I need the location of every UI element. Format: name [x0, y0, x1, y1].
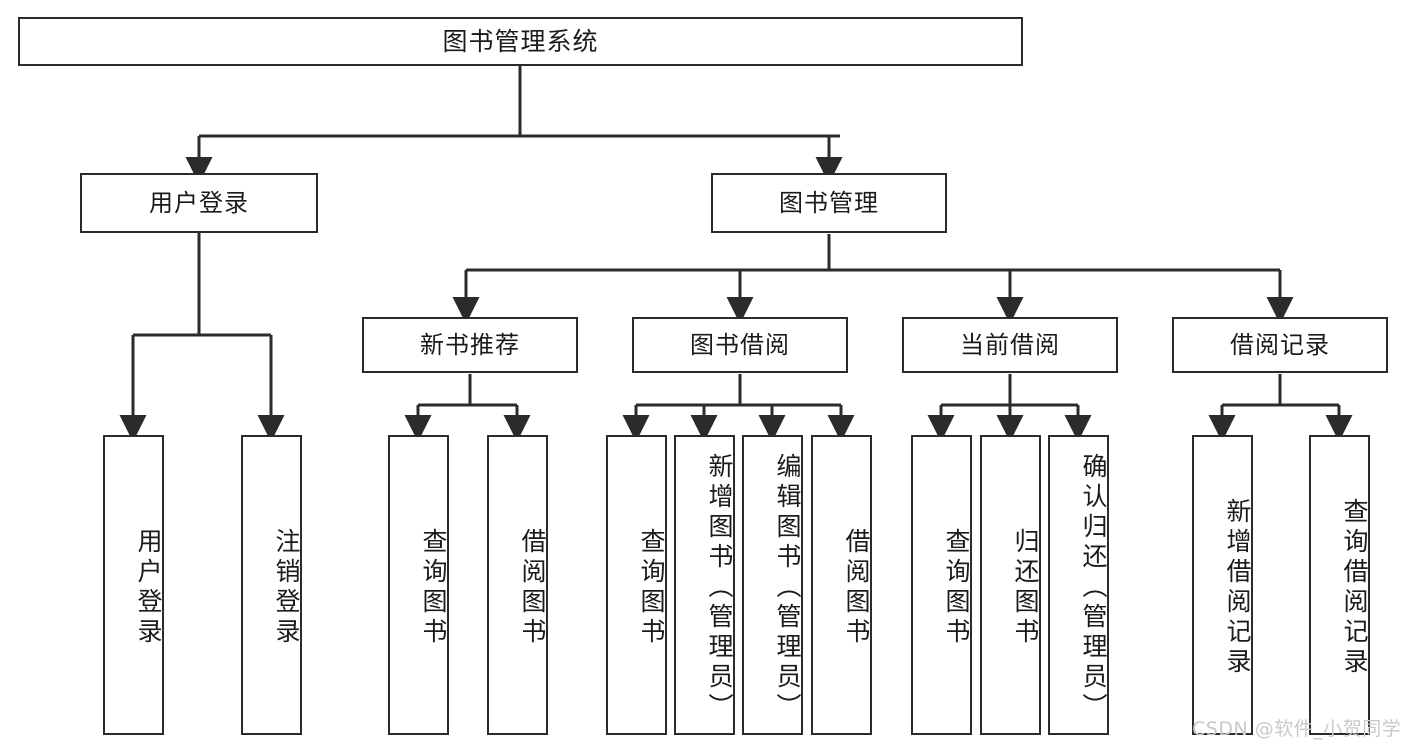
leaf-current-confirm-return-admin[interactable]: 确认归还（管理员）	[1048, 435, 1109, 735]
leaf-label: 新增图书（管理员）	[705, 453, 734, 723]
node-borrow-record-label: 借阅记录	[1230, 330, 1330, 359]
leaf-label: 编辑图书（管理员）	[773, 453, 802, 723]
leaf-borrow-add-book-admin[interactable]: 新增图书（管理员）	[674, 435, 735, 735]
node-user-login[interactable]: 用户登录	[80, 173, 318, 233]
leaf-label: 查询图书	[637, 528, 666, 648]
leaf-label: 查询图书	[419, 528, 448, 648]
leaf-label: 新增借阅记录	[1223, 498, 1252, 678]
node-book-management[interactable]: 图书管理	[711, 173, 947, 233]
leaf-new-book-borrow[interactable]: 借阅图书	[487, 435, 548, 735]
leaf-record-add[interactable]: 新增借阅记录	[1192, 435, 1253, 735]
leaf-label: 借阅图书	[842, 528, 871, 648]
leaf-label: 归还图书	[1011, 528, 1040, 648]
leaf-borrow-edit-book-admin[interactable]: 编辑图书（管理员）	[742, 435, 803, 735]
leaf-label: 注销登录	[272, 528, 301, 648]
leaf-current-return-book[interactable]: 归还图书	[980, 435, 1041, 735]
node-book-borrow[interactable]: 图书借阅	[632, 317, 848, 373]
leaf-label: 查询图书	[942, 528, 971, 648]
leaf-label: 确认归还（管理员）	[1079, 453, 1108, 723]
node-book-borrow-label: 图书借阅	[690, 330, 790, 359]
leaf-borrow-query-book[interactable]: 查询图书	[606, 435, 667, 735]
node-current-borrow-label: 当前借阅	[960, 330, 1060, 359]
leaf-label: 用户登录	[134, 528, 163, 648]
leaf-label: 查询借阅记录	[1340, 498, 1369, 678]
leaf-record-query[interactable]: 查询借阅记录	[1309, 435, 1370, 735]
leaf-borrow-borrow-book[interactable]: 借阅图书	[811, 435, 872, 735]
leaf-user-login-signout[interactable]: 注销登录	[241, 435, 302, 735]
node-current-borrow[interactable]: 当前借阅	[902, 317, 1118, 373]
node-root-label: 图书管理系统	[442, 26, 599, 56]
leaf-new-book-query[interactable]: 查询图书	[388, 435, 449, 735]
node-new-book-recommend-label: 新书推荐	[420, 330, 520, 359]
node-book-management-label: 图书管理	[779, 188, 879, 217]
node-user-login-label: 用户登录	[149, 188, 249, 217]
node-root[interactable]: 图书管理系统	[18, 17, 1023, 66]
node-borrow-record[interactable]: 借阅记录	[1172, 317, 1388, 373]
csdn-watermark: CSDN @软件_小贺同学	[1192, 718, 1402, 740]
leaf-current-query-book[interactable]: 查询图书	[911, 435, 972, 735]
node-new-book-recommend[interactable]: 新书推荐	[362, 317, 578, 373]
leaf-user-login-signin[interactable]: 用户登录	[103, 435, 164, 735]
leaf-label: 借阅图书	[518, 528, 547, 648]
